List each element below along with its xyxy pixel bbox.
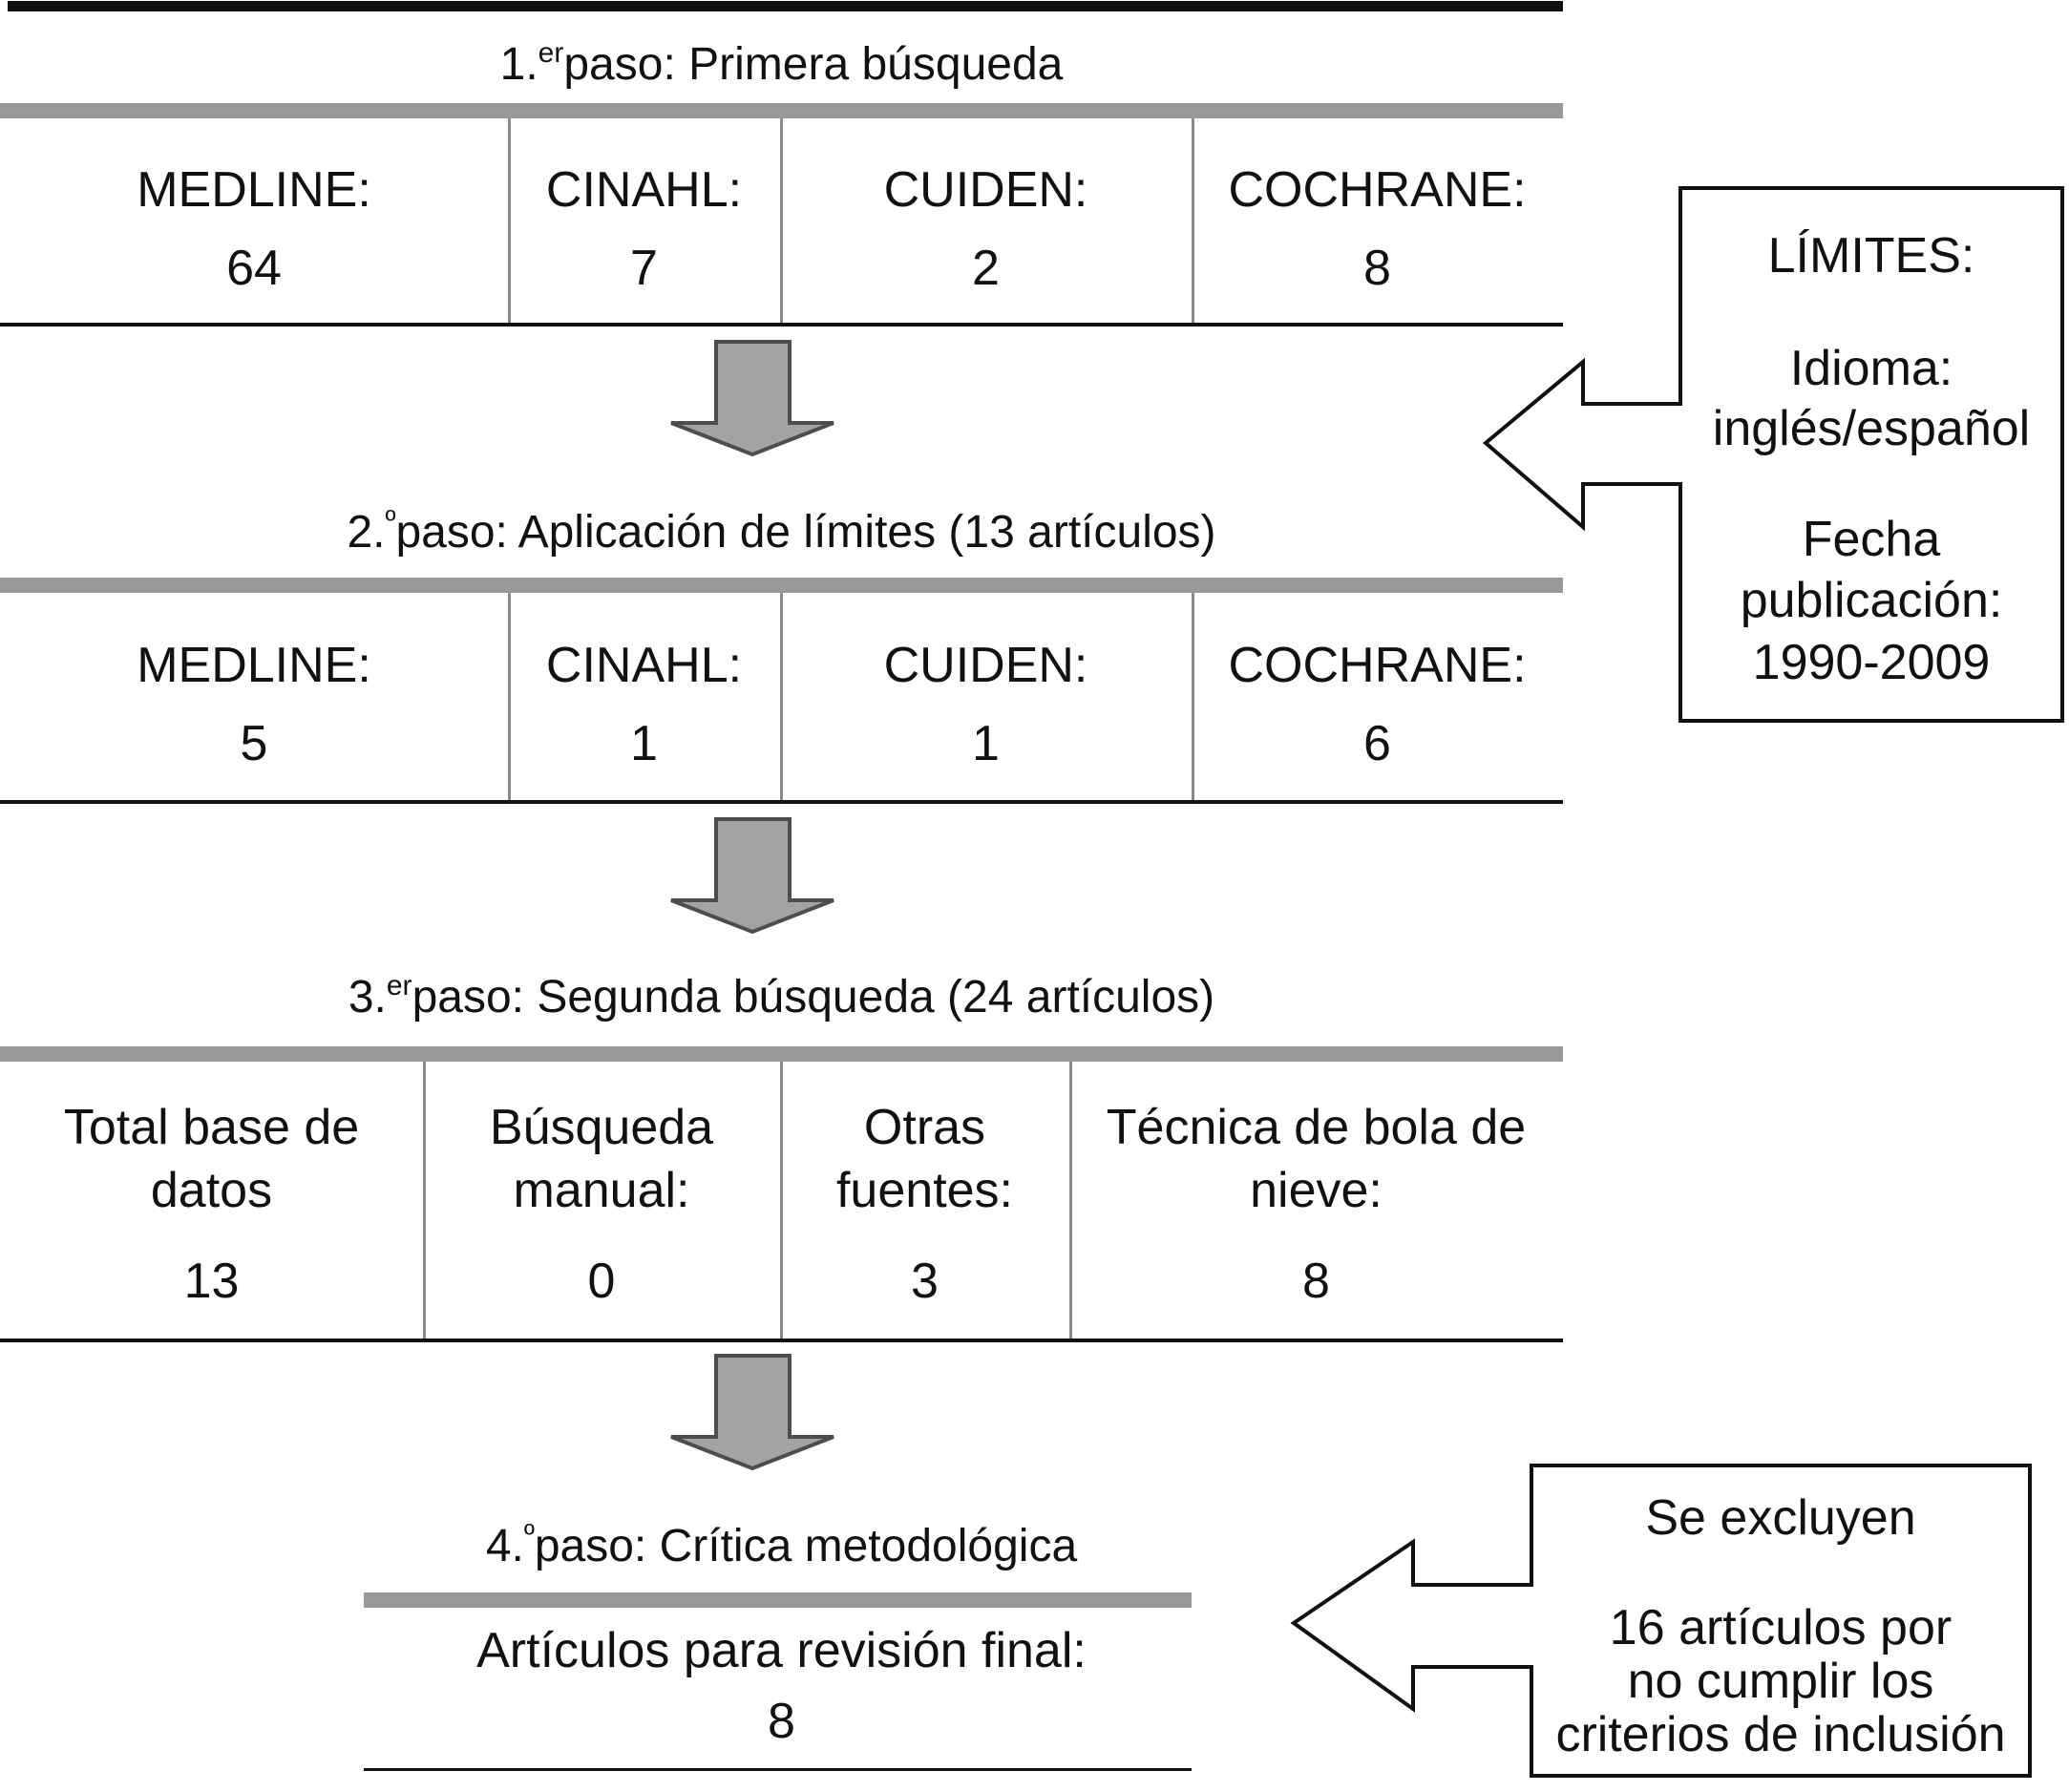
step2-ordinal: º xyxy=(385,505,396,537)
column-divider xyxy=(508,118,511,327)
limits-idioma-label: Idioma: xyxy=(1789,341,1953,396)
step3-number: 3. xyxy=(348,972,387,1022)
cell-label: Otras fuentes: xyxy=(835,1100,1014,1218)
cell-value: 5 xyxy=(240,716,268,771)
cell-value: 13 xyxy=(183,1254,240,1309)
step3-title: 3.erpaso: Segunda búsqueda (24 artículos… xyxy=(0,958,1563,1022)
exclusion-title: Se excluyen xyxy=(1645,1490,1916,1546)
limits-fecha-value: 1990-2009 xyxy=(1752,635,1991,690)
cell-label: CINAHL: xyxy=(545,638,743,693)
top-border-rule xyxy=(8,1,1563,11)
step1-number: 1. xyxy=(499,39,538,90)
cell-label: MEDLINE: xyxy=(137,638,371,693)
limits-box: LÍMITES: Idioma: inglés/español Fecha pu… xyxy=(1678,186,2064,723)
table-bottom-rule xyxy=(0,1339,1563,1342)
cell-label: Búsqueda manual: xyxy=(489,1100,714,1218)
final-review-label: Artículos para revisión final: xyxy=(476,1623,1087,1678)
step1-ordinal: er xyxy=(538,37,564,69)
cell-label: COCHRANE: xyxy=(1228,638,1527,693)
column-divider xyxy=(780,118,783,327)
step1-title-text: paso: Primera búsqueda xyxy=(563,39,1064,90)
column-divider xyxy=(1192,118,1194,327)
table-bottom-rule xyxy=(0,323,1563,327)
cell-label: MEDLINE: xyxy=(137,162,371,218)
cell-label: Técnica de bola de nieve: xyxy=(1106,1100,1527,1218)
cell-label: CUIDEN: xyxy=(883,638,1088,693)
step2-title-text: paso: Aplicación de límites (13 artículo… xyxy=(395,507,1216,558)
step3-title-text: paso: Segunda búsqueda (24 artículos) xyxy=(412,972,1215,1022)
step4-ordinal: º xyxy=(523,1519,535,1550)
step3-header-bar xyxy=(0,1046,1563,1062)
column-divider xyxy=(508,593,511,804)
limits-left-arrow-icon xyxy=(1482,357,1682,532)
cell-value: 7 xyxy=(630,241,658,296)
column-divider xyxy=(780,1062,783,1342)
down-arrow-icon xyxy=(670,340,834,457)
column-divider xyxy=(1192,593,1194,804)
step1-title: 1.erpaso: Primera búsqueda xyxy=(0,25,1563,90)
final-review-value: 8 xyxy=(768,1694,795,1749)
exclusion-body: 16 artículos por no cumplir los criterio… xyxy=(1555,1600,2006,1762)
step4-title: 4.ºpaso: Crítica metodológica xyxy=(0,1507,1563,1571)
cell-label: Total base de datos xyxy=(63,1100,360,1218)
down-arrow-icon xyxy=(670,1354,834,1471)
final-bottom-rule xyxy=(364,1768,1192,1771)
limits-fecha-label: Fecha publicación: xyxy=(1740,512,2003,628)
cell-value: 1 xyxy=(972,716,1000,771)
column-divider xyxy=(423,1062,426,1342)
cell-value: 3 xyxy=(911,1254,939,1309)
cell-value: 8 xyxy=(1363,241,1391,296)
step2-title: 2.ºpaso: Aplicación de límites (13 artíc… xyxy=(0,493,1563,558)
step2-header-bar xyxy=(0,578,1563,593)
cell-label: CUIDEN: xyxy=(883,162,1088,218)
step1-header-bar xyxy=(0,103,1563,118)
cell-value: 2 xyxy=(972,241,1000,296)
step4-header-bar xyxy=(364,1592,1192,1608)
cell-label: COCHRANE: xyxy=(1228,162,1527,218)
cell-label: CINAHL: xyxy=(545,162,743,218)
step3-ordinal: er xyxy=(386,970,412,1001)
limits-title: LÍMITES: xyxy=(1767,228,1975,284)
step4-number: 4. xyxy=(485,1521,524,1571)
step4-title-text: paso: Crítica metodológica xyxy=(534,1521,1078,1571)
cell-value: 0 xyxy=(587,1254,616,1309)
cell-value: 1 xyxy=(630,716,658,771)
down-arrow-icon xyxy=(670,817,834,935)
exclusion-left-arrow-icon xyxy=(1290,1538,1533,1713)
exclusion-box: Se excluyen 16 artículos por no cumplir … xyxy=(1530,1464,2032,1778)
cell-value: 6 xyxy=(1363,716,1391,771)
limits-idioma-value: inglés/español xyxy=(1712,401,2031,456)
column-divider xyxy=(1069,1062,1072,1342)
cell-value: 64 xyxy=(226,241,282,296)
column-divider xyxy=(780,593,783,804)
step2-number: 2. xyxy=(347,507,386,558)
table-bottom-rule xyxy=(0,800,1563,804)
cell-value: 8 xyxy=(1302,1254,1330,1309)
